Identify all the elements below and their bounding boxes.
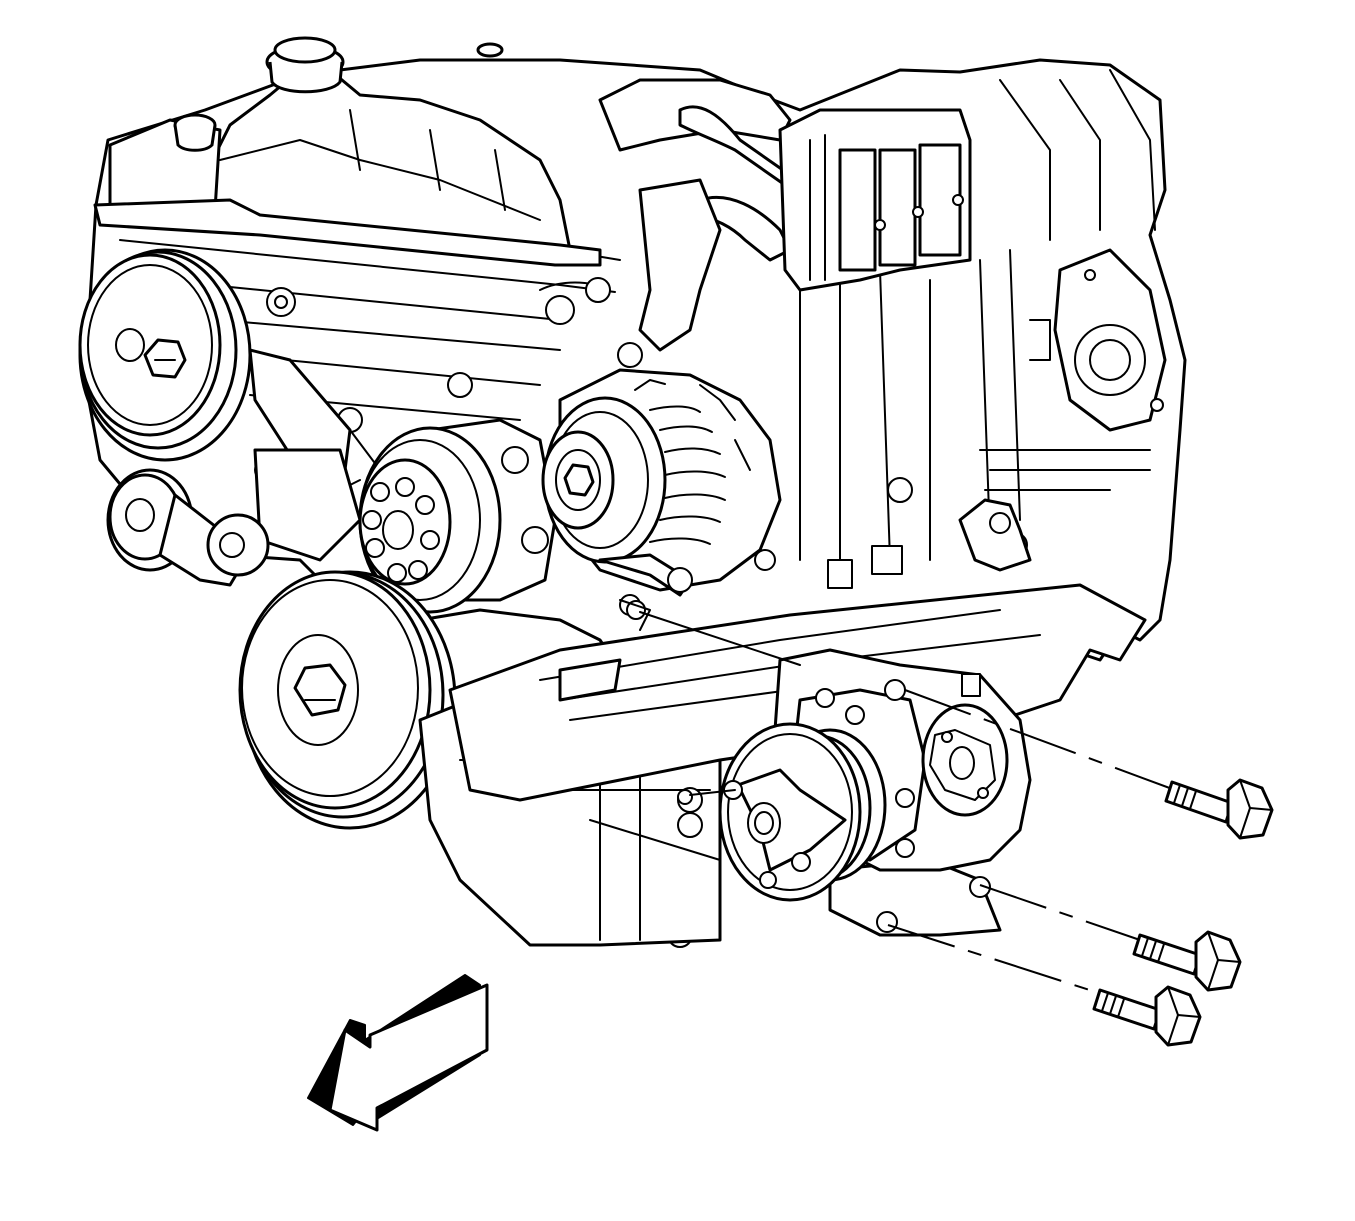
compressor-mount: [677, 789, 1002, 937]
compressor-bolt-1: [1164, 778, 1274, 840]
filler-cap: [173, 36, 504, 152]
compressor-clutch: [718, 722, 887, 902]
compressor-bolt-3: [1092, 985, 1202, 1047]
thermostat-housing: [1029, 248, 1167, 432]
bolt-guide-lines: [589, 611, 1176, 996]
upper-hoses: [539, 78, 792, 352]
crankshaft-pulley: [238, 570, 457, 830]
ignition-coil-pack: [778, 108, 972, 292]
power-steering-pulley: [78, 248, 252, 462]
generator: [541, 368, 782, 616]
belt-tensioner: [106, 468, 270, 587]
engine-cover: [93, 68, 602, 267]
front-direction-arrow: [307, 974, 489, 1132]
compressor-bolt-2: [1132, 930, 1242, 992]
accessory-bracket: [248, 348, 381, 562]
water-pump-pulley: [358, 418, 557, 614]
